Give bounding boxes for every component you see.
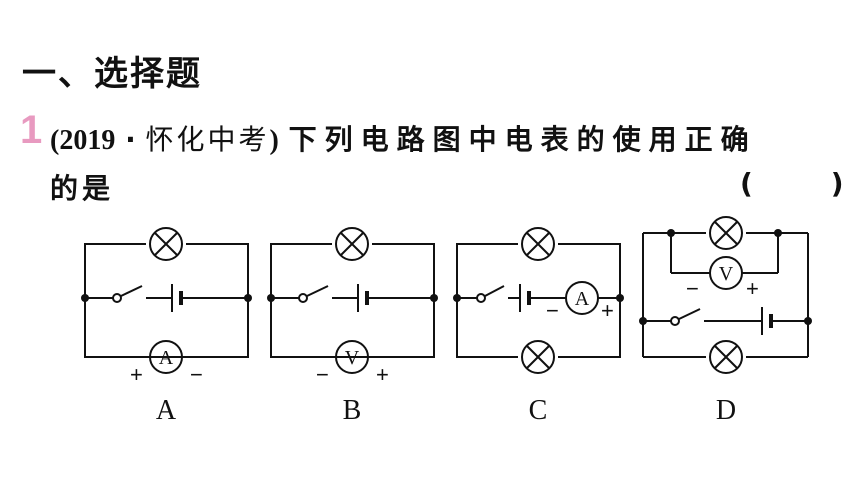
switch-icon (112, 293, 122, 303)
voltmeter-icon (709, 256, 743, 290)
meter-letter: V (719, 263, 734, 285)
option-label: C (529, 395, 548, 426)
option-label: A (156, 395, 177, 426)
circuit-option-b: V − + B (267, 227, 438, 426)
source-open: ( (50, 125, 60, 156)
switch-icon (298, 293, 308, 303)
meter-plus: + (746, 276, 759, 301)
meter-minus: − (546, 298, 559, 323)
meter-letter: A (575, 288, 590, 310)
meter-minus: − (190, 362, 203, 387)
ammeter-icon (149, 340, 183, 374)
circuit-option-d: V − + D (639, 216, 812, 426)
source-close: ) (269, 125, 279, 156)
question-number: 1 (20, 108, 43, 152)
source-year: 2019 (59, 125, 116, 156)
circuit-option-a: A + − A (81, 227, 252, 426)
option-label: B (343, 395, 362, 426)
source-separator: · (125, 123, 136, 156)
meter-letter: A (159, 347, 174, 369)
meter-plus: + (601, 298, 614, 323)
answer-bracket[interactable]: ( ) (740, 167, 844, 200)
switch-icon (670, 316, 680, 326)
section-title: 一、选择题 (22, 54, 202, 94)
switch-icon (476, 293, 486, 303)
meter-minus: − (686, 276, 699, 301)
stem-text: 下列电路图中电表的使用正确 (288, 123, 757, 156)
voltmeter-icon (335, 340, 369, 374)
meter-plus: + (376, 362, 389, 387)
question-stem-line2: 的是 (50, 172, 115, 205)
meter-minus: − (316, 362, 329, 387)
question-stem-line1: (2019 · 怀化中考) 下列电路图中电表的使用正确 (50, 118, 757, 158)
circuit-option-c: A − + C (453, 227, 624, 426)
source-region: 怀化中考 (145, 123, 270, 156)
meter-plus: + (130, 362, 143, 387)
meter-letter: V (345, 347, 360, 369)
option-label: D (716, 395, 736, 426)
